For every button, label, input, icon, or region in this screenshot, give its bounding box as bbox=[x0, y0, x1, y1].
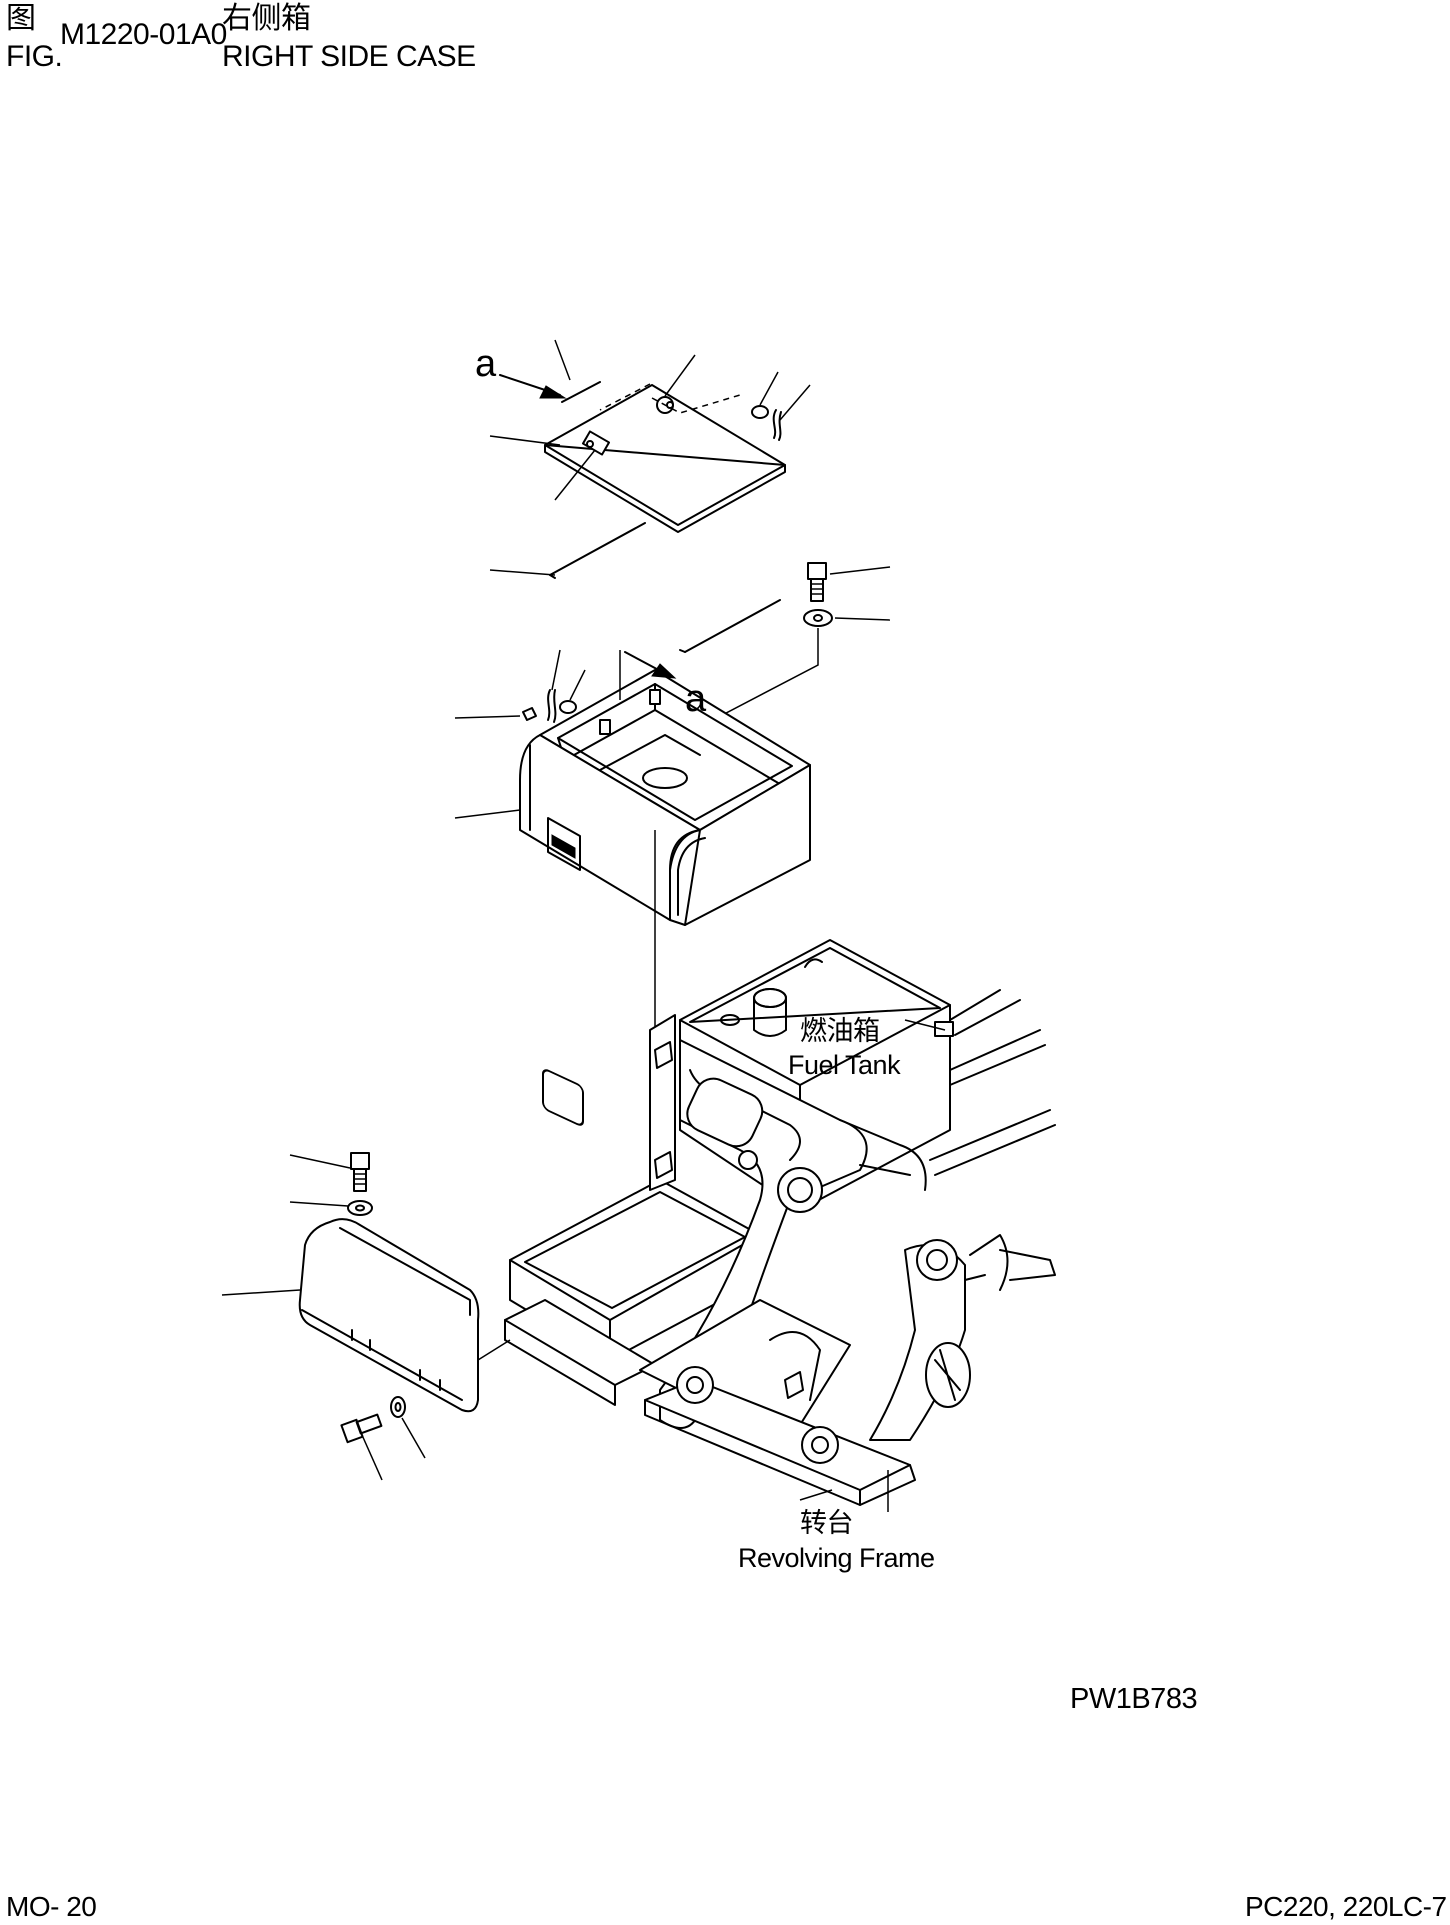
bolt-left-bottom bbox=[340, 1413, 383, 1444]
drawing-code: PW1B783 bbox=[1070, 1683, 1198, 1715]
washer-left-bottom bbox=[390, 1396, 406, 1418]
tank-rails bbox=[929, 989, 1056, 1176]
frame-label-cn: 转台 bbox=[800, 1508, 854, 1538]
view-arrow-mid bbox=[619, 650, 677, 700]
title-en: RIGHT SIDE CASE bbox=[222, 40, 476, 73]
figure-code: M1220-01A0 bbox=[60, 18, 227, 51]
washer-right bbox=[803, 609, 833, 627]
cover-plate bbox=[544, 381, 786, 533]
leader-lines bbox=[221, 339, 946, 1512]
frame-label-en: Revolving Frame bbox=[738, 1543, 935, 1573]
pin-and-clip-box bbox=[522, 689, 577, 723]
revolving-frame bbox=[504, 1014, 1056, 1506]
pin-and-clip-top bbox=[751, 405, 782, 441]
gasket bbox=[549, 522, 781, 653]
title-cn: 右侧箱 bbox=[222, 2, 311, 35]
page-number: MO- 20 bbox=[6, 1891, 97, 1922]
washer-left-top bbox=[347, 1200, 373, 1216]
front-cover-panel bbox=[298, 1218, 480, 1413]
view-marker-mid: a bbox=[685, 678, 707, 720]
view-marker-top: a bbox=[475, 343, 497, 385]
figure-en-label: FIG. bbox=[6, 40, 63, 73]
view-arrow-top bbox=[499, 374, 567, 399]
fuel-tank-label-cn: 燃油箱 bbox=[800, 1016, 880, 1046]
figure-cn-label: 图 bbox=[6, 2, 36, 35]
machine-model: PC220, 220LC-7 bbox=[1245, 1891, 1447, 1922]
bolt-left-top bbox=[350, 1152, 370, 1192]
fuel-tank-label-en: Fuel Tank bbox=[788, 1050, 901, 1080]
bolt-right bbox=[807, 562, 827, 602]
